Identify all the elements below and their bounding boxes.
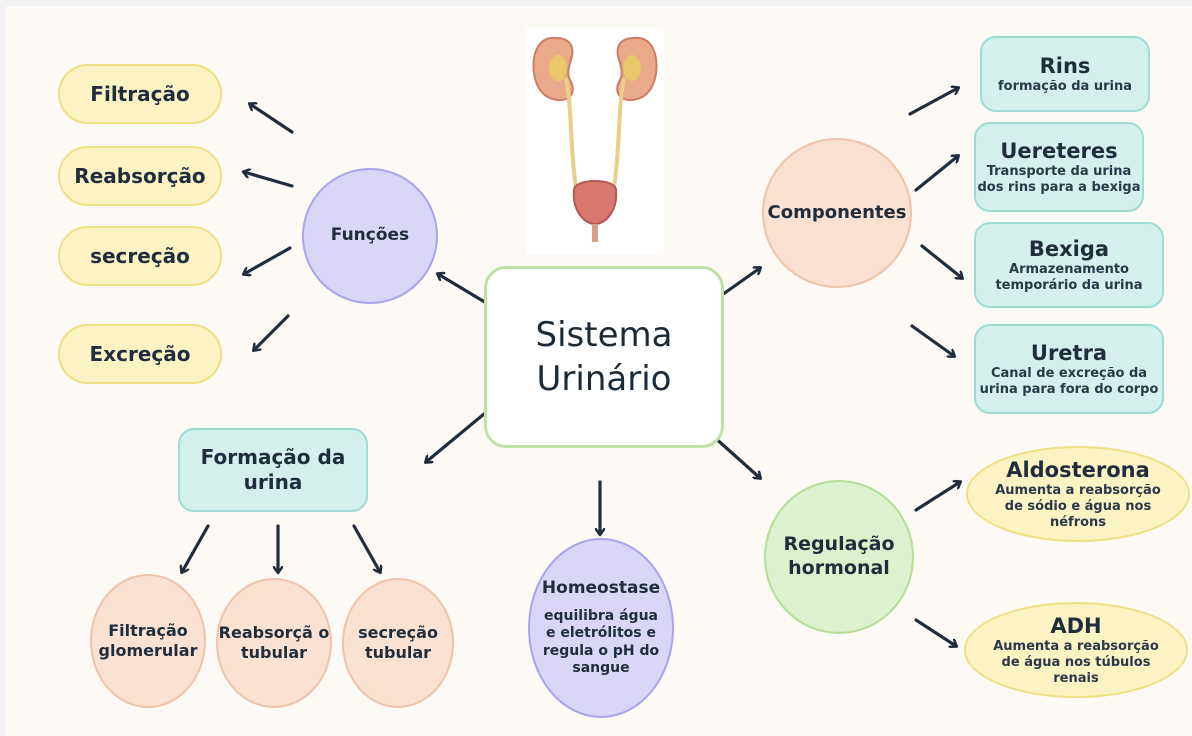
componente-desc: Armazenamento temporário da urina xyxy=(995,261,1143,294)
homeostase-node: Homeostase equilibra água e eletrólitos … xyxy=(528,538,674,718)
formacao-item: Filtração glomerular xyxy=(90,574,206,708)
componente-title: Bexiga xyxy=(1028,236,1110,261)
center-line-2: Urinário xyxy=(536,359,672,399)
hormonio-title: Aldosterona xyxy=(1006,457,1150,482)
formacao-node: Formação da urina xyxy=(178,428,368,512)
hormonio-desc: Aumenta a reabsorção de sódio e água nos… xyxy=(995,482,1161,531)
arrow-componentes-uretra xyxy=(910,324,954,356)
arrow-funcoes-excrecao xyxy=(254,314,290,350)
formacao-item-label: secreção tubular xyxy=(358,623,438,662)
funcoes-node: Funções xyxy=(302,168,438,304)
formacao-item-label: Reabsorçã o tubular xyxy=(218,623,330,662)
componente-title: Uretra xyxy=(1030,340,1108,365)
componente-box: Uereteres Transporte da urina dos rins p… xyxy=(974,122,1144,212)
arrow-componentes-rins xyxy=(908,88,958,116)
componentes-node: Componentes xyxy=(762,138,912,288)
connector-arrows xyxy=(6,6,1192,736)
arrow-funcoes-secrecao xyxy=(244,246,292,274)
formacao-item-label: Filtração glomerular xyxy=(98,621,198,660)
arrow-formacao-secrecao xyxy=(352,524,380,572)
formacao-item: Reabsorçã o tubular xyxy=(216,578,332,708)
funcao-item-label: Filtração xyxy=(90,81,190,106)
mind-map-canvas: Sistema Urinário Funções Filtração Reabs… xyxy=(6,6,1192,736)
arrow-center-formacao xyxy=(426,412,486,462)
componente-box: Bexiga Armazenamento temporário da urina xyxy=(974,222,1164,308)
regulacao-node: Regulação hormonal xyxy=(764,480,914,634)
formacao-label: Formação da urina xyxy=(200,445,346,494)
arrow-center-funcoes xyxy=(438,274,490,306)
arrow-componentes-uereteres xyxy=(914,156,958,192)
funcao-item-label: Excreção xyxy=(89,341,191,366)
funcao-item: Filtração xyxy=(58,64,222,124)
componente-box: Uretra Canal de excreção da urina para f… xyxy=(974,324,1164,414)
arrow-funcoes-reabsorcao xyxy=(244,172,294,188)
componente-box: Rins formação da urina xyxy=(980,36,1150,112)
componente-desc: Transporte da urina dos rins para a bexi… xyxy=(977,163,1141,196)
arrow-regulacao-aldosterona xyxy=(914,482,960,512)
funcao-item: secreção xyxy=(58,226,222,286)
center-node: Sistema Urinário xyxy=(484,266,724,448)
homeostase-desc: equilibra água e eletrólitos e regula o … xyxy=(542,607,660,677)
arrow-componentes-bexiga xyxy=(920,244,962,278)
funcao-item: Reabsorção xyxy=(58,146,222,206)
funcao-item-label: secreção xyxy=(90,243,190,268)
funcao-item: Excreção xyxy=(58,324,222,384)
hormonio-oval: ADH Aumenta a reabsorção de água nos túb… xyxy=(964,602,1188,698)
hormonio-title: ADH xyxy=(1050,613,1102,638)
formacao-item: secreção tubular xyxy=(342,578,454,708)
componentes-label: Componentes xyxy=(767,201,907,223)
componente-desc: formação da urina xyxy=(997,79,1132,94)
hormonio-oval: Aldosterona Aumenta a reabsorção de sódi… xyxy=(966,446,1190,542)
regulacao-label: Regulação hormonal xyxy=(783,533,895,579)
urinary-system-illustration xyxy=(526,28,664,254)
hormonio-desc: Aumenta a reabsorção de água nos túbulos… xyxy=(993,638,1159,687)
funcao-item-label: Reabsorção xyxy=(74,163,206,188)
homeostase-title: Homeostase xyxy=(541,578,661,599)
arrow-formacao-filtracao xyxy=(182,524,210,572)
componente-title: Rins xyxy=(1039,53,1091,78)
componente-desc: Canal de excreção da urina para fora do … xyxy=(979,365,1159,398)
arrow-regulacao-adh xyxy=(914,618,956,646)
center-line-1: Sistema xyxy=(535,314,673,355)
funcoes-label: Funções xyxy=(330,225,410,246)
componente-title: Uereteres xyxy=(1000,138,1118,163)
arrow-funcoes-filtracao xyxy=(250,104,294,134)
